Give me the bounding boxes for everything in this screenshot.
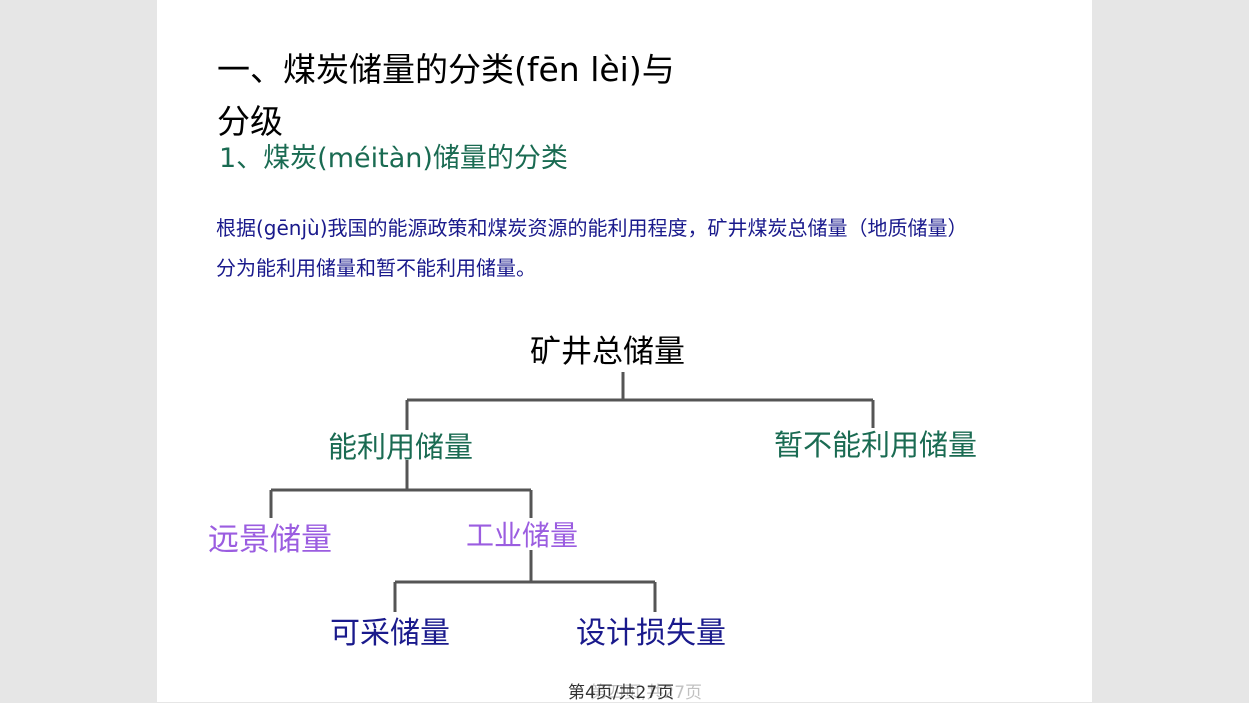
slide-title: 一、煤炭储量的分类(fēn lèi)与分级 (217, 50, 675, 141)
paragraph-line-2: 分为能利用储量和暂不能利用储量。 (216, 256, 536, 280)
tree-node-usable: 能利用储量 (328, 430, 474, 464)
page-number: 第4页/共27页 (568, 683, 675, 703)
body-paragraph: 根据(gēnjù)我国的能源政策和煤炭资源的能利用程度，矿井煤炭总储量（地质储量… (216, 208, 1056, 288)
tree-node-unusable: 暂不能利用储量 (774, 428, 978, 462)
tree-node-recoverable: 可采储量 (330, 616, 450, 651)
tree-node-design-loss: 设计损失量 (576, 616, 726, 651)
tree-node-prospective: 远景储量 (208, 522, 332, 558)
tree-node-root: 矿井总储量 (530, 334, 685, 370)
tree-node-industrial: 工业储量 (466, 519, 579, 552)
section-heading: 1、煤炭(méitàn)储量的分类 (219, 143, 568, 174)
slide-canvas (157, 0, 1092, 702)
footer-ghost-text: 第四页,共27页 (590, 683, 703, 703)
paragraph-line-1: 根据(gēnjù)我国的能源政策和煤炭资源的能利用程度，矿井煤炭总储量（地质储量… (216, 216, 968, 240)
